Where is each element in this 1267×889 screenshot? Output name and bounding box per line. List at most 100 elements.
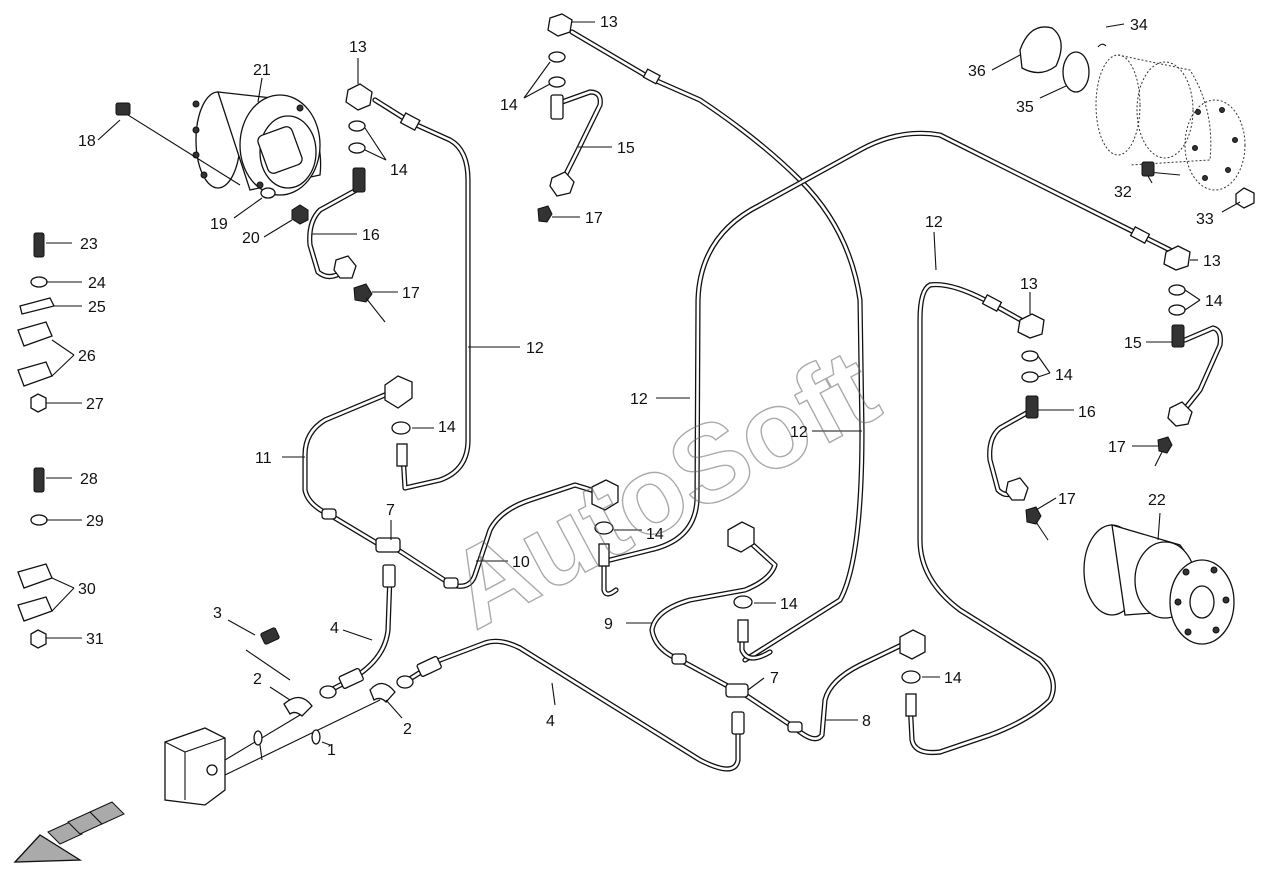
- clamp-26-top: [17, 321, 53, 347]
- washer-14-right-2: [1021, 371, 1039, 383]
- leader-lines: [46, 21, 1241, 761]
- label-12: 12: [526, 340, 544, 357]
- washer-14-left-1: [348, 120, 366, 132]
- bolt-far-right: [1171, 324, 1185, 348]
- clamp-30-top: [17, 563, 53, 589]
- o-ring-1-b: [311, 729, 321, 745]
- ferrule-top: [642, 68, 661, 85]
- banjo-fitting-13-left: [345, 83, 373, 111]
- pipe-12-long-diagonal: [607, 130, 1173, 563]
- washer-14-right-1: [1021, 350, 1039, 362]
- ferrule-12-far-right: [1129, 225, 1151, 245]
- sleeve-14-11: [396, 443, 408, 467]
- label-27: 27: [86, 396, 104, 413]
- connector-9-top: [727, 521, 755, 553]
- bolt-top: [550, 94, 564, 120]
- washer-19: [260, 187, 276, 199]
- label-32: 32: [1114, 184, 1132, 201]
- bolt-3: [245, 627, 291, 681]
- pipe-15-top: [559, 89, 603, 183]
- label-7: 7: [386, 502, 395, 519]
- nut-17-right: [1025, 506, 1042, 525]
- clamp-2-left: [283, 696, 313, 717]
- pipes: [302, 29, 1223, 772]
- connector-8-top: [899, 629, 926, 660]
- nut-20: [291, 204, 309, 225]
- washer-24: [30, 276, 48, 288]
- label-13: 13: [1020, 276, 1038, 293]
- label-19: 19: [210, 216, 228, 233]
- nipple-4-a: [319, 685, 337, 699]
- bolt-28: [33, 467, 45, 493]
- connector-10-top: [591, 479, 619, 511]
- sleeve-14-10: [598, 543, 610, 567]
- ferrule-left: [399, 112, 421, 132]
- ferrule-12-right: [981, 293, 1003, 313]
- valve-block: [164, 699, 381, 806]
- connector-11-top: [384, 375, 413, 409]
- pipe-16-left: [307, 185, 363, 280]
- label-7: 7: [770, 670, 779, 687]
- label-10: 10: [512, 554, 530, 571]
- nut-17-far-right: [1157, 436, 1173, 454]
- ferrule-10: [443, 577, 459, 589]
- nut-27: [30, 393, 47, 413]
- label-18: 18: [78, 133, 96, 150]
- washer-14-11: [391, 421, 411, 435]
- label-28: 28: [80, 471, 98, 488]
- label-36: 36: [968, 63, 986, 80]
- label-14: 14: [500, 97, 518, 114]
- clamp-parts-upper: [17, 232, 55, 413]
- label-33: 33: [1196, 211, 1214, 228]
- pipe-12-top-center: [569, 29, 865, 663]
- label-31: 31: [86, 631, 104, 648]
- label-34: 34: [1130, 17, 1148, 34]
- pipe-12-left: [372, 97, 471, 491]
- label-30: 30: [78, 581, 96, 598]
- washer-14-fr-2: [1168, 304, 1186, 316]
- sleeve-4-c: [416, 655, 442, 677]
- ferrule-9: [671, 653, 687, 665]
- direction-arrow-icon: [13, 801, 125, 863]
- label-14: 14: [438, 419, 456, 436]
- label-29: 29: [86, 513, 104, 530]
- label-1: 1: [327, 742, 336, 759]
- bolt-right: [1025, 395, 1039, 419]
- pipe-8: [735, 637, 915, 742]
- clamp-2-right: [369, 682, 396, 703]
- label-17: 17: [1058, 491, 1076, 508]
- label-4: 4: [330, 620, 339, 637]
- nut-15-far-right: [1167, 401, 1193, 427]
- label-24: 24: [88, 275, 106, 292]
- label-13: 13: [600, 14, 618, 31]
- washer-14-9: [733, 595, 753, 609]
- nut-15-top: [549, 171, 575, 197]
- label-26: 26: [78, 348, 96, 365]
- label-17: 17: [402, 285, 420, 302]
- pipe-11: [302, 389, 395, 548]
- tee-7-right: [725, 683, 749, 698]
- label-14: 14: [1055, 367, 1073, 384]
- ferrule-11: [321, 508, 337, 520]
- label-15: 15: [1124, 335, 1142, 352]
- banjo-fitting-13-right: [1017, 313, 1045, 339]
- o-ring-1-a: [253, 730, 263, 746]
- nut-16-right: [1005, 477, 1029, 501]
- label-20: 20: [242, 230, 260, 247]
- washer-14-8: [901, 670, 921, 684]
- label-15: 15: [617, 140, 635, 157]
- label-14: 14: [780, 596, 798, 613]
- label-12: 12: [630, 391, 648, 408]
- sleeve-4-b: [338, 667, 364, 689]
- label-35: 35: [1016, 99, 1034, 116]
- sleeve-14-9: [737, 619, 749, 643]
- ferrule-8: [787, 721, 803, 733]
- label-13: 13: [1203, 253, 1221, 270]
- washer-14-top-1: [548, 51, 566, 63]
- label-21: 21: [253, 62, 271, 79]
- label-8: 8: [862, 713, 871, 730]
- pipe-4-long: [402, 638, 741, 772]
- sleeve-14-8: [905, 693, 917, 717]
- label-12: 12: [790, 424, 808, 441]
- label-22: 22: [1148, 492, 1166, 509]
